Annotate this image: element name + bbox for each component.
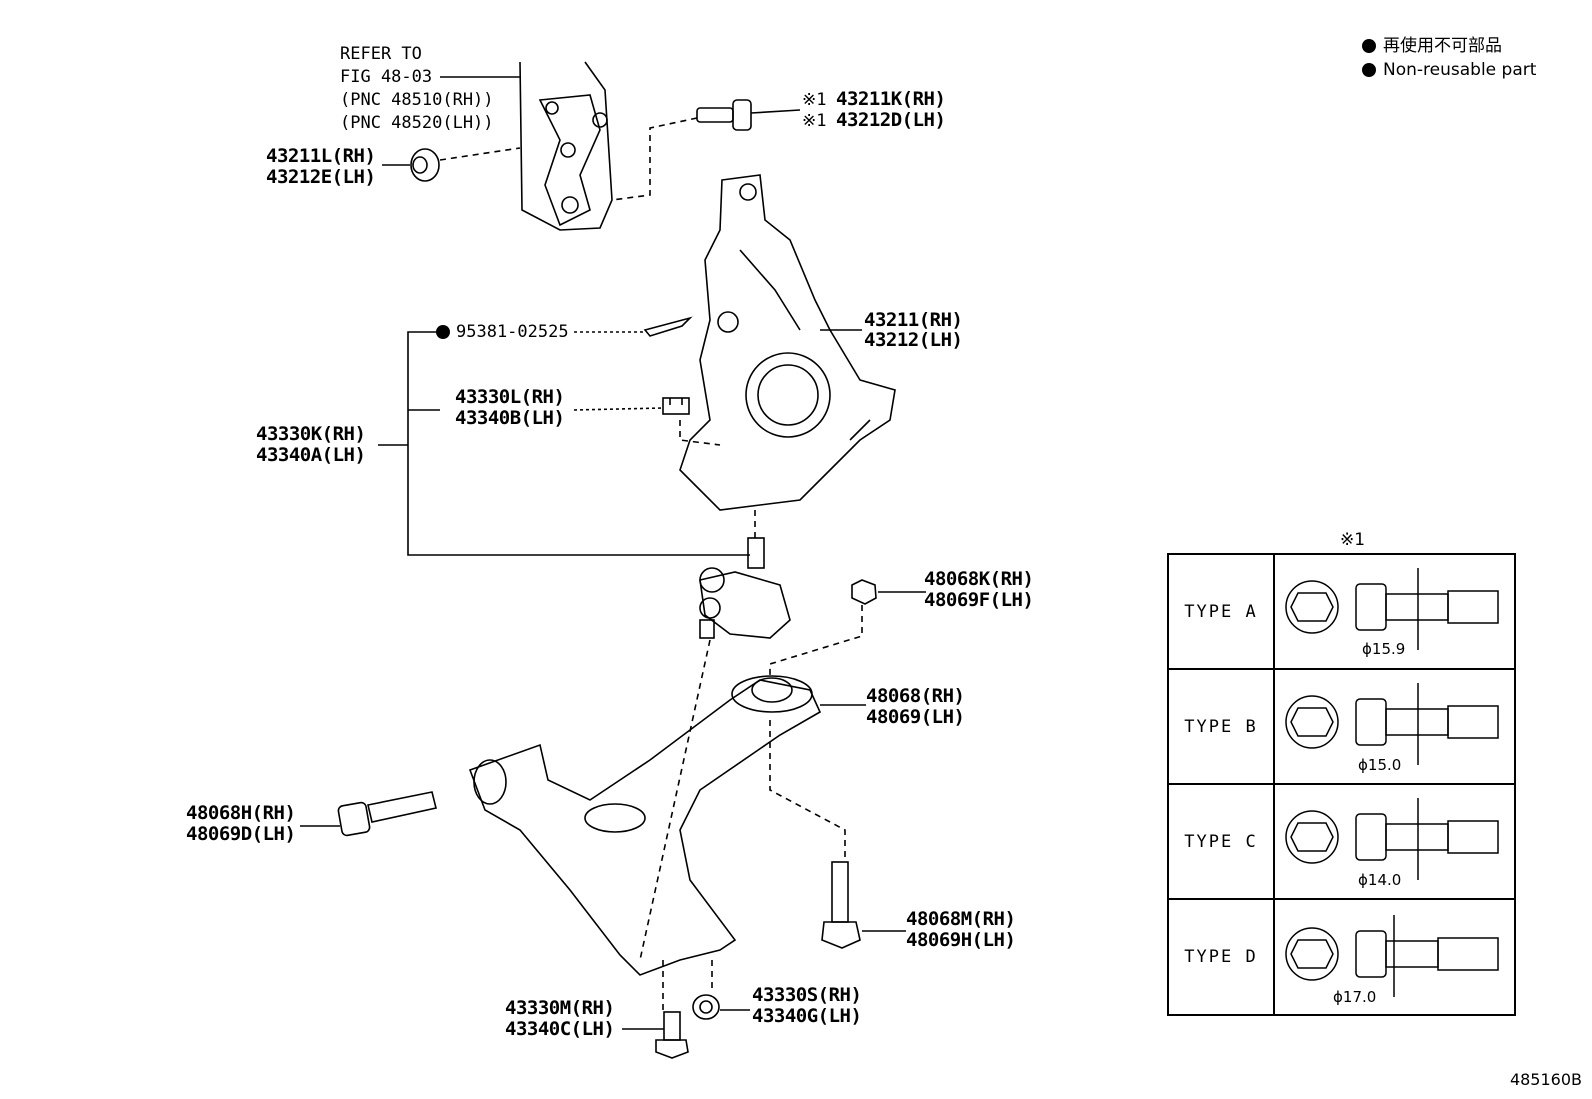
small-nut-drawing xyxy=(692,994,720,1020)
part-label-43212[interactable]: 43212(LH) xyxy=(864,329,963,351)
part-label-43330K[interactable]: 43330K(RH) xyxy=(256,423,366,445)
type-row-b: TYPE B xyxy=(1169,670,1514,785)
type-row-c: TYPE C xyxy=(1169,785,1514,900)
type-table-note: ※1 xyxy=(1340,530,1366,550)
part-label-48069D[interactable]: 48069D(LH) xyxy=(186,823,296,845)
type-name: TYPE A xyxy=(1169,555,1275,668)
legend-item-jp: 再使用不可部品 xyxy=(1362,34,1536,58)
part-label-43340A[interactable]: 43340A(LH) xyxy=(256,444,366,466)
part-label-43212D[interactable]: 43212D(LH) xyxy=(836,109,946,131)
legend-item-en: Non-reusable part xyxy=(1362,58,1536,82)
figure-number: 485160B xyxy=(1509,1070,1582,1089)
type-name: TYPE C xyxy=(1169,785,1275,898)
legend-label-en: Non-reusable part xyxy=(1383,60,1537,80)
type-name: TYPE D xyxy=(1169,900,1275,1014)
bolt-type-table: TYPE A TYPE B TYPE C TYPE D xyxy=(1167,553,1516,1016)
type-row-a: TYPE A xyxy=(1169,555,1514,670)
legend: 再使用不可部品 Non-reusable part xyxy=(1362,34,1536,82)
part-label-48069F[interactable]: 48069F(LH) xyxy=(924,589,1034,611)
refer-note-line4: (PNC 48520(LH)) xyxy=(340,113,494,133)
part-label-48068M[interactable]: 48068M(RH) xyxy=(906,908,1016,930)
part-label-43211K[interactable]: 43211K(RH) xyxy=(836,88,946,110)
camber-bolt-drawing xyxy=(696,99,801,131)
lock-nut-drawing xyxy=(851,579,877,605)
part-label-43212E[interactable]: 43212E(LH) xyxy=(266,166,376,188)
refer-note-line2: FIG 48-03 xyxy=(340,67,433,87)
refer-note-line1: REFER TO xyxy=(340,44,422,64)
vertical-bolt-drawing xyxy=(821,861,861,949)
diameter-label-b: ϕ15.0 xyxy=(1358,756,1402,774)
diameter-label-d: ϕ17.0 xyxy=(1333,988,1377,1006)
part-label-43330L[interactable]: 43330L(RH) xyxy=(455,386,565,408)
part-label-43340C[interactable]: 43340C(LH) xyxy=(505,1018,615,1040)
cotter-pin-drawing xyxy=(643,316,693,337)
arm-bolt-drawing xyxy=(337,791,437,837)
part-label-43211L[interactable]: 43211L(RH) xyxy=(266,145,376,167)
part-label-48069H[interactable]: 48069H(LH) xyxy=(906,929,1016,951)
part-label-43211[interactable]: 43211(RH) xyxy=(864,309,963,331)
ball-joint-drawing xyxy=(699,537,791,639)
note-mark-1b: ※1 xyxy=(802,111,827,131)
legend-dot-icon xyxy=(1362,63,1376,77)
type-bolt-illustrations xyxy=(1285,568,1499,997)
refer-note-line3: (PNC 48510(RH)) xyxy=(340,90,494,110)
diameter-label-a: ϕ15.9 xyxy=(1362,640,1406,658)
part-label-48068[interactable]: 48068(RH) xyxy=(866,685,965,707)
note-mark-1a: ※1 xyxy=(802,90,827,110)
type-row-d: TYPE D xyxy=(1169,900,1514,1014)
part-label-95381-02525[interactable]: 95381-02525 xyxy=(456,322,569,342)
small-bolt-drawing xyxy=(655,1011,689,1059)
flange-nut-drawing xyxy=(382,148,440,182)
part-label-48068K[interactable]: 48068K(RH) xyxy=(924,568,1034,590)
diameter-label-c: ϕ14.0 xyxy=(1358,871,1402,889)
type-name: TYPE B xyxy=(1169,670,1275,783)
legend-label-jp: 再使用不可部品 xyxy=(1383,36,1502,56)
part-label-43330S[interactable]: 43330S(RH) xyxy=(752,984,862,1006)
part-label-43340B[interactable]: 43340B(LH) xyxy=(455,407,565,429)
castle-nut-drawing xyxy=(662,397,690,415)
strut-bracket-drawing xyxy=(519,61,613,231)
part-label-43330M[interactable]: 43330M(RH) xyxy=(505,997,615,1019)
part-label-48069[interactable]: 48069(LH) xyxy=(866,706,965,728)
lower-control-arm-drawing xyxy=(468,675,822,976)
non-reusable-dot-icon xyxy=(436,325,450,339)
steering-knuckle-drawing xyxy=(679,174,896,511)
part-label-48068H[interactable]: 48068H(RH) xyxy=(186,802,296,824)
part-label-43340G[interactable]: 43340G(LH) xyxy=(752,1005,862,1027)
legend-dot-icon xyxy=(1362,39,1376,53)
